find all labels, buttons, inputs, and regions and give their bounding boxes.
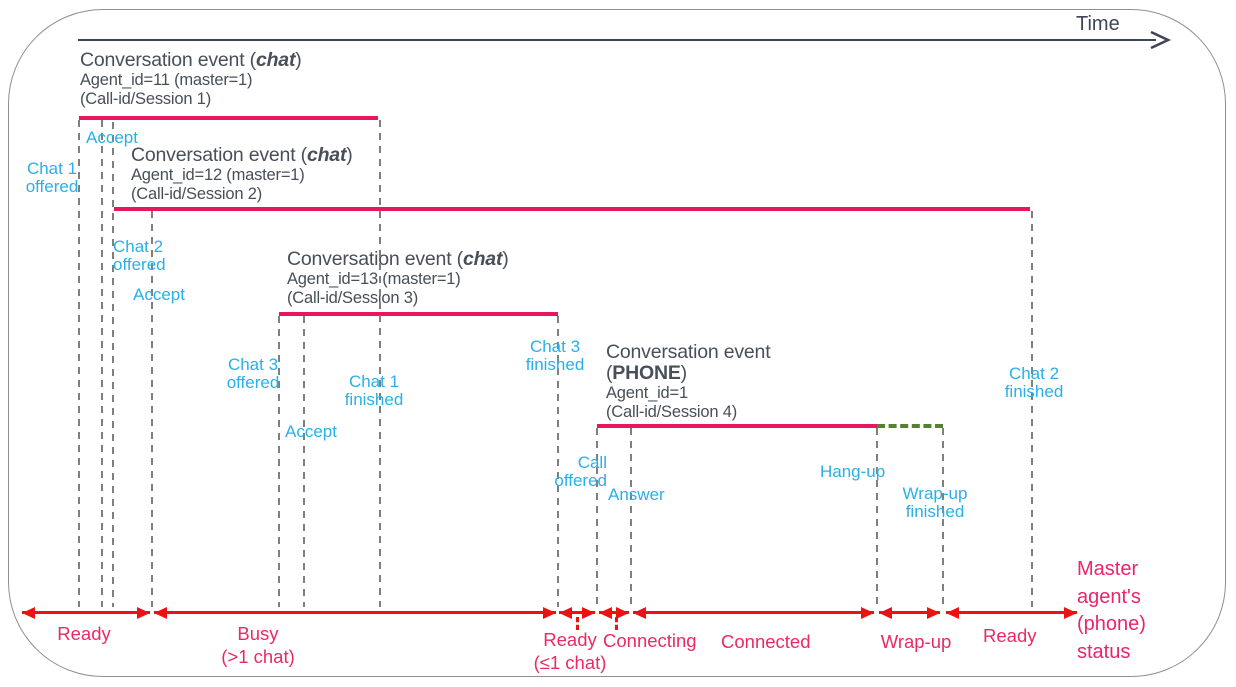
event-line-chat2-finished (1031, 211, 1033, 607)
chat3-event-block: Conversation event (chat) Agent_id=13 (m… (287, 249, 509, 307)
chat2-title-post: ) (346, 144, 353, 166)
event-line-chat3-accept (303, 316, 305, 607)
event-line-wrapup-finished (942, 428, 944, 607)
phone-title-post: ) (680, 362, 688, 384)
phone-session: (Call-id/Session 4) (606, 402, 737, 421)
chat2-title: Conversation event (chat) (131, 145, 353, 166)
status-label-connecting: Connecting (603, 630, 697, 651)
event-line-call-offered (596, 428, 598, 607)
chat3-agent-id: Agent_id=13 (master=1) (287, 270, 461, 288)
event-line-chat2-offered (112, 122, 114, 607)
event-line-hang-up (876, 428, 878, 607)
event-label-wrapup-finished: Wrap-up finished (902, 484, 968, 521)
event-label-hang-up: Hang-up (820, 462, 886, 481)
rounded-border-frame (8, 9, 1226, 677)
event-line-chat3-offered (278, 316, 280, 607)
chat1-title-em: chat (255, 49, 296, 71)
status-segment-connecting (599, 606, 629, 619)
status-segment-wrapup (879, 606, 940, 619)
leader-tick-connecting (615, 617, 618, 630)
phone-title-line1: Conversation event (606, 341, 771, 363)
status-label-ready-2: Ready (≤1 chat) (533, 629, 607, 673)
event-label-chat2-accept: Accept (133, 285, 185, 304)
event-line-chat2-accept (151, 211, 153, 607)
status-segment-connected (633, 606, 874, 619)
chat2-agent-id: Agent_id=12 (master=1) (131, 166, 305, 184)
session4-timeline-bar (597, 424, 877, 428)
event-label-answer: Answer (608, 485, 665, 504)
session3-timeline-bar (279, 312, 558, 316)
time-axis-label: Time (1076, 13, 1120, 35)
chat1-agent-id: Agent_id=11 (master=1) (80, 71, 253, 89)
event-label-chat1-finished: Chat 1 finished (344, 372, 404, 409)
session1-timeline-bar (79, 116, 378, 120)
master-agent-status-caption: Master agent's (phone) status (1077, 558, 1146, 663)
chat3-title-em: chat (462, 248, 503, 270)
event-line-chat1-finished (379, 120, 381, 607)
event-label-chat3-offered: Chat 3 offered (226, 355, 280, 392)
chat1-title-post: ) (295, 49, 302, 71)
chat1-title-pre: Conversation event ( (80, 49, 256, 71)
session2-timeline-bar (114, 207, 1030, 211)
status-label-connected: Connected (721, 631, 811, 652)
event-label-chat1-offered: Chat 1 offered (25, 159, 79, 196)
leader-tick-ready2 (576, 617, 579, 630)
time-arrowhead-icon (1150, 30, 1172, 50)
phone-title-line2: (PHONE) (606, 363, 770, 384)
status-label-wrapup: Wrap-up (880, 631, 952, 652)
time-axis-line (78, 39, 1156, 41)
status-segment-ready-2 (559, 606, 595, 619)
chat3-session: (Call-id/Session 3) (287, 288, 418, 307)
chat3-title-post: ) (502, 248, 509, 270)
event-label-call-offered: Call offered (554, 453, 607, 490)
status-label-busy: Busy (>1 chat) (221, 623, 295, 667)
chat2-title-pre: Conversation event ( (131, 144, 307, 166)
chat2-title-em: chat (306, 144, 347, 166)
event-label-chat2-finished: Chat 2 finished (1004, 364, 1064, 401)
status-label-ready-1: Ready (57, 623, 111, 644)
status-segment-busy (154, 606, 556, 619)
phone-event-block: Conversation event (PHONE) Agent_id=1 (C… (606, 341, 771, 421)
status-label-ready-3: Ready (983, 625, 1037, 646)
event-label-chat2-offered: Chat 2 offered (113, 237, 166, 274)
event-line-answer (630, 428, 632, 607)
chat3-title-pre: Conversation event ( (287, 248, 463, 270)
event-label-chat3-finished: Chat 3 finished (525, 337, 585, 374)
event-label-chat3-accept: Accept (285, 422, 337, 441)
event-line-chat3-finished (557, 316, 559, 607)
event-label-chat1-accept: Accept (86, 128, 138, 147)
phone-title-pre: ( (606, 362, 613, 384)
wrapup-green-dashed-bar (877, 424, 943, 428)
status-segment-ready-3 (946, 606, 1077, 619)
chat3-title: Conversation event (chat) (287, 249, 509, 270)
event-line-chat1-accept (101, 120, 103, 607)
phone-agent-id: Agent_id=1 (606, 384, 688, 402)
phone-title-em: PHONE (612, 362, 681, 384)
chat2-event-block: Conversation event (chat) Agent_id=12 (m… (131, 145, 353, 203)
chat1-event-block: Conversation event (chat) Agent_id=11 (m… (80, 50, 302, 108)
chat1-title: Conversation event (chat) (80, 50, 302, 71)
event-line-chat1-offered (78, 120, 80, 607)
chat1-session: (Call-id/Session 1) (80, 89, 211, 108)
chat2-session: (Call-id/Session 2) (131, 184, 262, 203)
status-segment-ready-1 (22, 606, 150, 619)
